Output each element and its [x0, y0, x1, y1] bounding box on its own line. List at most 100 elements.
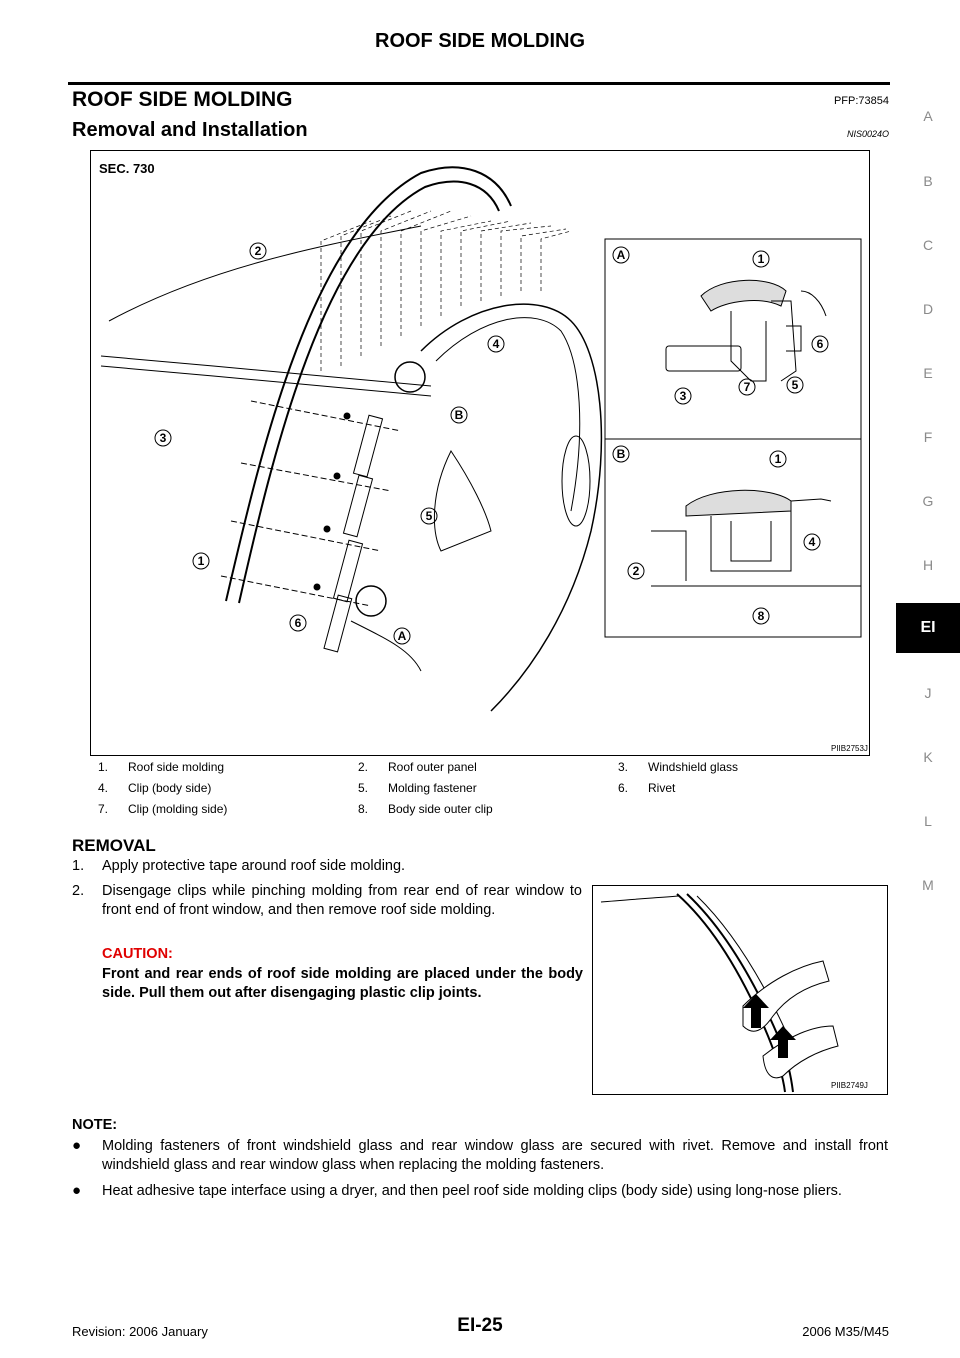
roof-panel-edge: [108, 225, 422, 322]
lower-body-line: [350, 620, 422, 672]
index-tab-g[interactable]: G: [922, 493, 934, 509]
bullet-icon: ●: [72, 1137, 82, 1154]
legend-text: Clip (body side): [128, 781, 212, 795]
legend-num: [610, 799, 640, 820]
molding-outer: [225, 166, 512, 602]
main-illustration-svg: SEC. 730: [99, 161, 868, 753]
detail-a-callout-5: 5: [792, 378, 799, 392]
page-number: EI-25: [457, 1315, 503, 1336]
fasteners: [220, 400, 402, 653]
page-header: ROOF SIDE MOLDING: [375, 30, 585, 52]
bullet-icon: ●: [72, 1182, 82, 1199]
main-illustration: SEC. 730: [90, 150, 870, 756]
note-label: NOTE:: [72, 1117, 118, 1133]
detail-circle-b: [394, 361, 426, 393]
sec-label: SEC. 730: [99, 161, 155, 176]
molding-inner: [238, 180, 500, 604]
detail-a-callout-7: 7: [744, 380, 751, 394]
windshield-top-edge-2: [100, 355, 432, 387]
model-info: 2006 M35/M45: [802, 1324, 889, 1339]
index-tab-b[interactable]: B: [923, 173, 933, 189]
parts-legend: 1. Roof side molding 2. Roof outer panel…: [90, 757, 870, 820]
legend-text: Rivet: [648, 781, 676, 795]
arrow-up-icon: [743, 994, 769, 1028]
detail-a-label: A: [617, 248, 626, 262]
legend-row: 4. Clip (body side) 5. Molding fastener …: [90, 778, 870, 799]
legend-text: Molding fastener: [388, 781, 477, 795]
index-tab-c[interactable]: C: [922, 237, 934, 253]
detail-callouts: A B 1 6 5 7 3 1 4 2 8: [612, 246, 829, 625]
upper-hand: [742, 960, 830, 1032]
detail-a-callout-6: 6: [817, 337, 824, 351]
legend-num: 3.: [618, 760, 629, 774]
body-pillar: [420, 303, 603, 712]
index-tab-a[interactable]: A: [923, 108, 933, 124]
detail-b-drawing: [651, 489, 861, 587]
legend-num: 2.: [358, 760, 369, 774]
note-text: Heat adhesive tape interface using a dry…: [102, 1183, 842, 1199]
main-callouts: 2 3 1 4 5 6 B A: [154, 242, 505, 645]
index-tab-k[interactable]: K: [923, 749, 933, 765]
legend-row: 7. Clip (molding side) 8. Body side oute…: [90, 799, 870, 820]
wheel-arch: [561, 435, 591, 527]
index-tab-ei-active[interactable]: EI: [896, 603, 960, 653]
detail-ref-b: B: [455, 408, 464, 422]
door-frame: [435, 317, 581, 512]
note-text: Molding fasteners of front windshield gl…: [102, 1138, 888, 1173]
legend-text: Roof side molding: [128, 760, 225, 774]
removal-heading: REMOVAL: [72, 836, 156, 855]
legend-num: 7.: [98, 802, 109, 816]
lower-hand: [762, 1025, 839, 1079]
roof-edge-line: [600, 895, 680, 903]
removal-figure-id: PIIB2749J: [831, 1081, 868, 1090]
section-index: A B C D E F G H EI J K L M: [896, 0, 960, 1358]
index-tab-e[interactable]: E: [923, 365, 933, 381]
step-text: Apply protective tape around roof side m…: [102, 858, 406, 874]
hatched-panels: [320, 210, 572, 371]
callout-3: 3: [160, 431, 167, 445]
callout-5: 5: [426, 509, 433, 523]
index-tab-j[interactable]: J: [924, 685, 932, 701]
legend-text: Clip (molding side): [128, 802, 228, 816]
callout-2: 2: [255, 244, 262, 258]
detail-a-callout-1: 1: [758, 252, 765, 266]
detail-b-callout-2: 2: [633, 564, 640, 578]
revision-date: Revision: 2006 January: [72, 1324, 208, 1339]
legend-table: 1. Roof side molding 2. Roof outer panel…: [90, 757, 870, 820]
step-text: Disengage clips while pinching molding f…: [102, 883, 582, 918]
index-tab-d[interactable]: D: [922, 301, 934, 317]
legend-text: [640, 799, 870, 820]
subsection-title: Removal and Installation: [72, 119, 308, 141]
caution-text: Front and rear ends of roof side molding…: [102, 966, 583, 1001]
removal-illustration-svg: PIIB2749J: [600, 893, 868, 1093]
step-number: 1.: [72, 858, 85, 874]
legend-row: 1. Roof side molding 2. Roof outer panel…: [90, 757, 870, 778]
detail-circle-a: [355, 585, 387, 617]
step-2: 2. Disengage clips while pinching moldin…: [72, 882, 582, 920]
callout-6: 6: [295, 616, 302, 630]
mirror: [434, 450, 492, 552]
legend-text: Roof outer panel: [388, 760, 477, 774]
detail-b-callout-8: 8: [758, 609, 765, 623]
legend-num: 8.: [358, 802, 369, 816]
index-tab-m[interactable]: M: [922, 877, 934, 893]
step-number: 2.: [72, 883, 85, 899]
removal-illustration: PIIB2749J: [592, 885, 888, 1095]
windshield-top-edge: [100, 365, 432, 397]
index-tab-f[interactable]: F: [923, 429, 933, 445]
arrow-up-icon: [770, 1026, 796, 1058]
detail-a-drawing: [665, 279, 827, 382]
step-1: 1. Apply protective tape around roof sid…: [72, 857, 592, 876]
legend-num: 6.: [618, 781, 629, 795]
molding-strip-edge: [696, 895, 789, 1037]
callout-4: 4: [493, 337, 500, 351]
note-item: ● Molding fasteners of front windshield …: [72, 1137, 888, 1175]
detail-ref-a: A: [398, 629, 407, 643]
legend-num: 1.: [98, 760, 109, 774]
header-rule: [68, 82, 890, 85]
note-item: ● Heat adhesive tape interface using a d…: [72, 1182, 888, 1201]
detail-b-callout-1: 1: [775, 452, 782, 466]
index-tab-h[interactable]: H: [922, 557, 934, 573]
detail-b-callout-4: 4: [809, 535, 816, 549]
index-tab-l[interactable]: L: [924, 813, 932, 829]
